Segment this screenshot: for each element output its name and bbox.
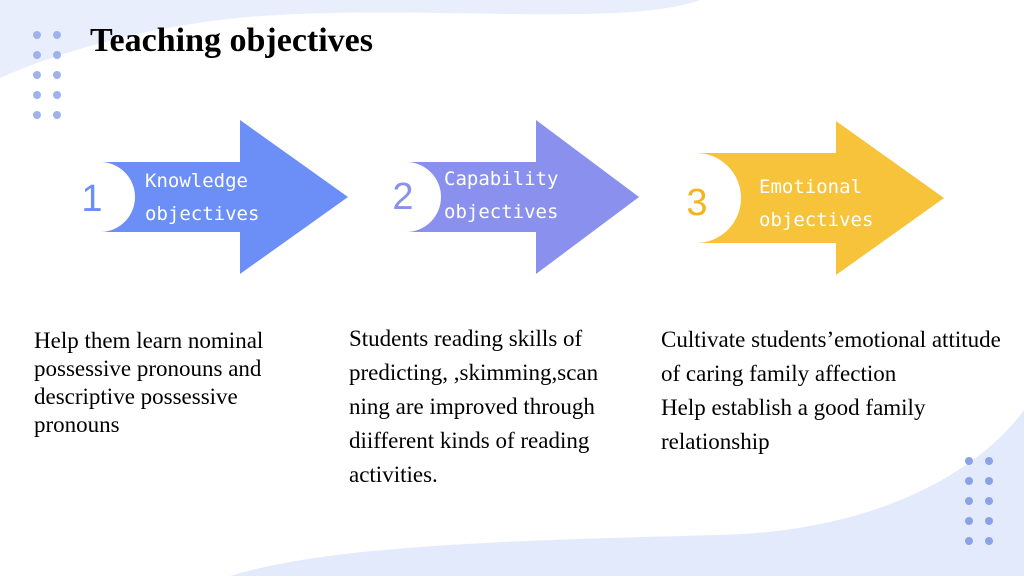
- arrow-shape: [100, 120, 348, 274]
- emotional-objectives-arrow: [696, 121, 946, 275]
- objective-number: 3: [686, 182, 708, 224]
- bottom-wave: [230, 410, 1024, 576]
- objective-label: Capability objectives: [444, 163, 558, 229]
- arrow-shape: [696, 121, 944, 275]
- description-text: Cultivate students’emotional attitude of…: [661, 327, 1001, 386]
- description-text: Students reading skills of predicting, ,…: [349, 326, 599, 487]
- objective-label-line: Knowledge: [145, 170, 248, 192]
- decorative-dots-top-left: [33, 31, 61, 119]
- objective-number: 1: [81, 178, 103, 220]
- objective-label-line: objectives: [759, 209, 874, 231]
- objective-label-line: Capability: [444, 168, 559, 190]
- objective-number: 2: [392, 176, 414, 218]
- emotional-objectives-description: Cultivate students’emotional attitude of…: [661, 323, 1021, 459]
- arrow-shape: [406, 120, 639, 274]
- description-text: Help establish a good family relationshi…: [661, 395, 926, 454]
- objective-label: Emotional objectives: [759, 171, 873, 237]
- top-left-wave: [0, 0, 700, 78]
- decorative-dots-bottom-right: [965, 457, 993, 545]
- capability-objectives-description: Students reading skills of predicting, ,…: [349, 322, 639, 492]
- slide-title: Teaching objectives: [90, 22, 374, 59]
- knowledge-objectives-description: Help them learn nominal possessive prono…: [34, 327, 324, 439]
- description-text: Help them learn nominal possessive prono…: [34, 328, 264, 437]
- capability-objectives-arrow: [406, 120, 656, 274]
- objective-label: Knowledge objectives: [145, 165, 259, 231]
- objective-label-line: objectives: [444, 201, 559, 223]
- knowledge-objectives-arrow: [100, 120, 350, 274]
- objective-label-line: Emotional: [759, 176, 862, 198]
- objective-label-line: objectives: [145, 203, 260, 225]
